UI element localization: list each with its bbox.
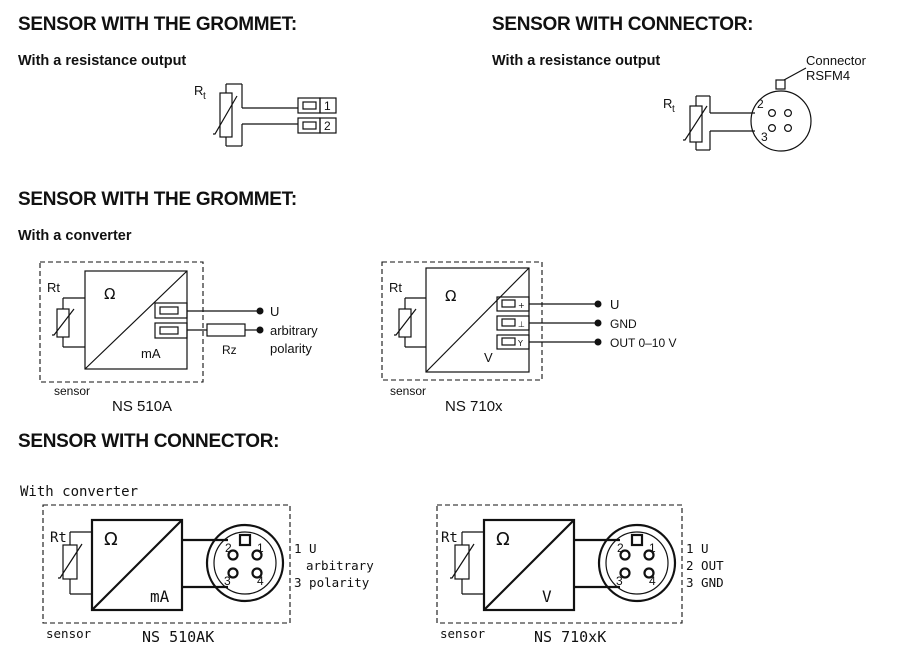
output-ma-label: mA [141,346,161,361]
model-label: NS 510AK [142,628,214,646]
section-grommet-converter: SENSOR WITH THE GROMMET: With a converte… [18,189,676,415]
ns710xk-diagram: Rt Ω V [436,504,724,646]
thermistor-symbol [394,297,426,348]
connector-socket: 2 1 3 4 [205,523,285,603]
terminal-dot [594,300,602,308]
pin3-label: 3 GND [686,575,724,590]
pin-label: 2 [617,541,624,555]
model-label: NS 510A [112,398,172,415]
terminal-dot [594,319,602,327]
terminal-out: Y [496,334,530,350]
pin2-label: 2 OUT [686,558,724,573]
ohm-symbol: Ω [445,287,456,305]
section-connector-converter: SENSOR WITH CONNECTOR: With converter Rt… [18,431,724,646]
sensor-label: sensor [440,626,486,641]
section-subtitle: With a converter [18,228,132,244]
converter-block: Ω mA [84,270,188,370]
arbitrary-label: arbitrary [270,323,318,338]
pin1-label: 1 U [294,541,317,556]
section-connector-resistance: SENSOR WITH CONNECTOR: With a resistance… [492,14,867,152]
sensor-label: sensor [46,626,92,641]
pin-label: 1 [257,541,264,555]
rt-label: R [194,83,203,98]
y-symbol: Y [517,339,523,348]
section-title: SENSOR WITH THE GROMMET: [18,14,297,35]
section-subtitle: With a resistance output [18,53,186,69]
pin-label: 3 [761,130,768,144]
u-label: U [610,297,619,312]
terminal-plus: + [496,296,530,312]
thermistor-symbol: R t [663,95,711,151]
section-subtitle: With a resistance output [492,53,660,69]
sensor-label: sensor [54,384,90,398]
converter-block: Ω V [482,518,576,612]
arbitrary-label: arbitrary [306,558,374,573]
u-label: U [270,304,279,319]
pin-label: 1 [649,541,656,555]
ns510ak-diagram: Rt Ω mA [42,504,374,646]
output-v-label: V [542,587,552,606]
thermistor-symbol [58,531,92,595]
thermistor-symbol [450,531,484,595]
terminal-dot [256,326,264,334]
terminal-dot [594,338,602,346]
connector-rsfm4: 2 3 [750,79,812,152]
pin-label: 4 [257,574,264,588]
output-ma-label: mA [150,587,170,606]
rz-label: Rz [222,343,237,357]
terminal-2: 2 [297,117,337,134]
ohm-symbol: Ω [104,285,115,303]
polarity-label: polarity [270,341,312,356]
rt-label: Rt [47,280,60,295]
section-title: SENSOR WITH THE GROMMET: [18,189,297,210]
output-v-label: V [484,350,493,365]
pin-label: 4 [649,574,656,588]
gnd-label: GND [610,317,637,331]
thermistor-symbol [52,297,85,348]
terminal-u [154,302,188,319]
converter-block: Ω mA [90,518,184,612]
model-label: NS 710xK [534,628,606,646]
connector-label: Connector [806,53,867,68]
out-label: OUT 0–10 V [610,336,676,350]
section-grommet-resistance: SENSOR WITH THE GROMMET: With a resistan… [18,14,337,147]
section-title: SENSOR WITH CONNECTOR: [492,14,753,35]
section-title: SENSOR WITH CONNECTOR: [18,431,279,452]
ns510a-diagram: Rt Ω mA [39,261,318,415]
rt-label: R [663,96,672,111]
terminal-label: 2 [324,119,331,133]
ohm-symbol: Ω [104,529,118,550]
sensor-label: sensor [390,384,426,398]
rt-subscript: t [203,91,206,102]
converter-block: Ω V [425,267,530,373]
pin1-label: 1 U [686,541,709,556]
pin-label: 2 [757,97,764,111]
terminal-arb [154,322,188,339]
thermistor-symbol: R t [194,83,243,147]
pin3-label: 3 polarity [294,575,370,590]
rt-label: Rt [50,530,67,546]
plus-symbol: + [518,301,525,310]
section-subtitle: With converter [20,484,138,500]
connector-socket: 2 1 3 4 [597,523,677,603]
gnd-symbol: ⊥ [518,320,525,329]
rt-label: Rt [389,280,402,295]
terminal-dot [256,307,264,315]
terminal-1: 1 [297,97,337,114]
pin-label: 3 [616,574,623,588]
pin-label: 2 [225,541,232,555]
ns710x-diagram: Rt Ω V + ⊥ [381,261,676,415]
terminal-label: 1 [324,99,331,113]
terminal-gnd: ⊥ [496,315,530,331]
ohm-symbol: Ω [496,529,510,550]
resistor-rz: Rz [206,323,246,357]
pin-label: 3 [224,574,231,588]
connector-type-label: RSFM4 [806,68,850,83]
rt-subscript: t [672,104,675,115]
rt-label: Rt [441,530,458,546]
model-label: NS 710x [445,398,503,415]
